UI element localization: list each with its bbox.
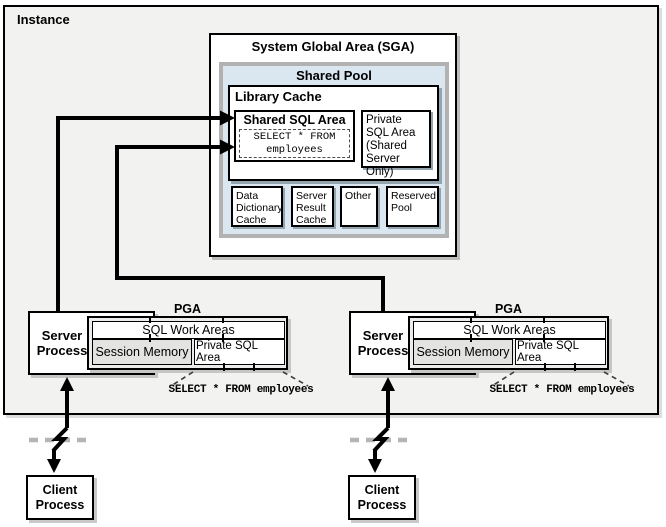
private-sql-area: Private SQL Area [515,339,606,365]
lightning-break-icon [51,426,69,453]
divider-tick [470,334,472,342]
divider-tick [543,317,545,323]
pga-label-1: PGA [173,302,202,316]
divider-tick [223,363,225,371]
divider-tick [149,334,151,342]
shared-sql-query-box: SELECT * FROM employees [239,129,350,158]
other-box: Other [340,186,378,227]
divider-tick [149,317,151,323]
divider-tick [470,317,472,323]
divider-tick [253,363,255,371]
pga-label-2: PGA [494,302,523,316]
pga-query-annotation-1: SELECT * FROM employees [168,384,314,396]
lightning-break-icon [372,426,390,453]
data-dictionary-cache-box: Data Dictionary Cache [231,186,283,227]
divider-tick [574,363,576,371]
divider-tick [222,334,224,342]
server-process-label: Server Process [357,328,409,358]
sga-title: System Global Area (SGA) [251,39,415,54]
arrowhead-down-icon [368,459,382,473]
session-memory: Session Memory [413,339,513,365]
sql-work-areas: SQL Work Areas [92,321,285,339]
divider-tick [544,363,546,371]
private-sql-area-label: Private SQL Area [195,340,284,364]
pga-query-annotation-2: SELECT * FROM employees [489,384,635,396]
private-sql-area-label: Private SQL Area [516,340,605,364]
private-sql-area: Private SQL Area [194,339,285,365]
server-process-label: Server Process [36,328,88,358]
session-memory: Session Memory [92,339,192,365]
client-process-box-2: Client Process [348,475,416,520]
reserved-pool-box: Reserved Pool [386,186,439,227]
client-process-box-1: Client Process [26,475,94,520]
instance-label: Instance [17,12,70,27]
shared-sql-area-title: Shared SQL Area [243,113,346,127]
server-result-cache-box: Server Result Cache [291,186,334,227]
sql-work-areas: SQL Work Areas [413,321,606,339]
divider-tick [543,334,545,342]
library-cache-title: Library Cache [235,89,322,104]
shared-pool-title: Shared Pool [296,68,372,83]
arrowhead-down-icon [47,459,61,473]
pga-box-2: SQL Work Areas Session Memory Private SQ… [408,316,609,371]
private-sql-area-shared-server-box: Private SQL Area (Shared Server Only) [361,110,431,178]
pga-box-1: SQL Work Areas Session Memory Private SQ… [87,316,288,371]
divider-tick [222,317,224,323]
